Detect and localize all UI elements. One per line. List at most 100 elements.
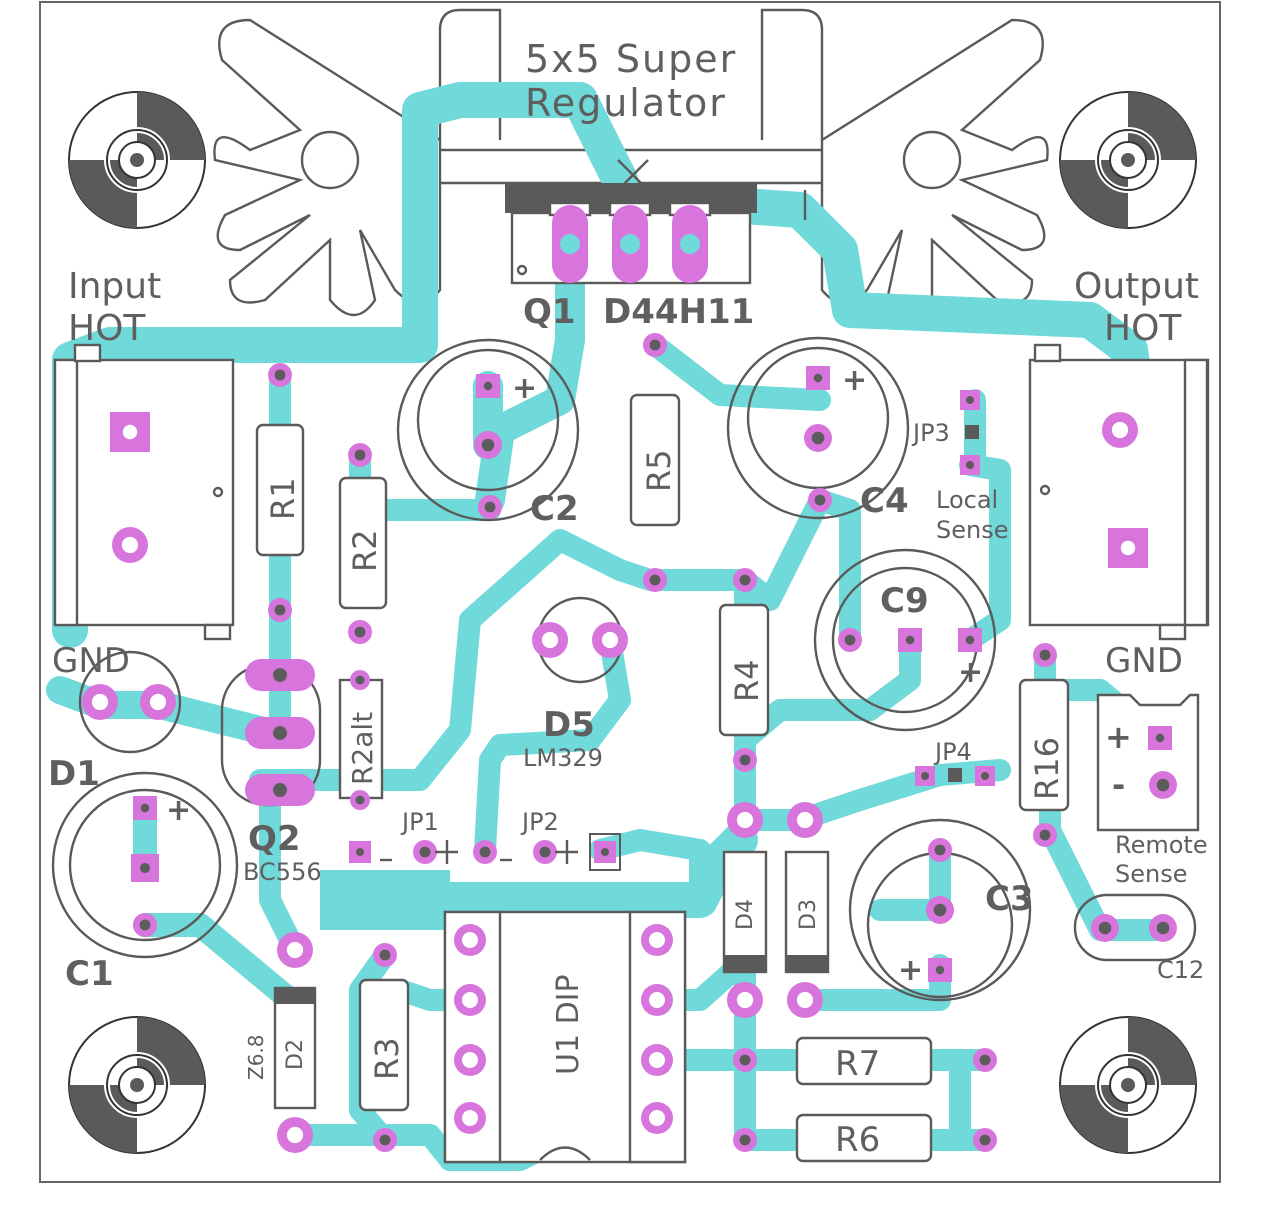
- d2-value-label: Z6.8: [244, 1034, 268, 1080]
- board-title-line1: 5x5 Super: [525, 37, 737, 81]
- output-connector: [1028, 343, 1210, 641]
- drill-q2-1: [273, 668, 287, 682]
- c4-plus: +: [842, 363, 867, 398]
- drill-u1-left-1: [462, 932, 478, 948]
- drill-r5: [649, 574, 661, 586]
- d1-label: D1: [48, 754, 100, 794]
- q1-label: Q1: [523, 292, 576, 332]
- square-drill-jp4: [981, 772, 989, 780]
- drill-r2alt: [355, 795, 365, 805]
- local-sense-line1: Local: [936, 486, 998, 514]
- pads: [82, 205, 1177, 1153]
- drill-u1-left-3: [462, 1052, 478, 1068]
- q1-part-label: D44H11: [603, 292, 754, 332]
- drill-jp1: [419, 846, 431, 858]
- drill-d4: [736, 991, 754, 1009]
- drill-d1: [149, 693, 167, 711]
- drill-c3: [934, 844, 946, 856]
- drill-u1-right-2: [649, 992, 665, 1008]
- jp4-label: JP4: [933, 738, 972, 766]
- c9-plus: +: [958, 655, 983, 690]
- mounting-holes: [68, 91, 1197, 1154]
- drill-c4: [814, 494, 826, 506]
- silkscreen-labels: 5x5 Super Regulator Input HOT Output HOT…: [48, 37, 1208, 1160]
- r6-label: R6: [835, 1120, 880, 1160]
- d3-label: D3: [796, 899, 821, 930]
- drill-d3: [796, 991, 814, 1009]
- drill-r2: [354, 449, 366, 461]
- drill-r1: [274, 369, 286, 381]
- input-label-line2: HOT: [68, 308, 146, 349]
- drill-r3: [379, 949, 391, 961]
- drill-input-connector: [121, 536, 139, 554]
- r1-label: R1: [264, 477, 302, 520]
- remote-sense-minus: -: [1112, 766, 1125, 804]
- drill-r2: [354, 626, 366, 638]
- c2-label: C2: [530, 489, 579, 529]
- r7-label: R7: [835, 1044, 880, 1084]
- drill-q1-3: [680, 234, 700, 254]
- drill-c12: [1156, 921, 1170, 935]
- d2-label: D2: [283, 1039, 308, 1070]
- drill-q1-2: [620, 234, 640, 254]
- input-gnd-label: GND: [52, 641, 130, 681]
- drill-r4: [739, 754, 751, 766]
- drill-d5: [541, 631, 559, 649]
- drill-r4: [739, 574, 751, 586]
- board-title-line2: Regulator: [525, 81, 727, 125]
- r16-label: R16: [1028, 737, 1066, 800]
- square-drill-jp4: [921, 772, 929, 780]
- square-drill-c2-plus: [483, 381, 493, 391]
- drill-c2: [484, 501, 496, 513]
- drill-r16: [1039, 649, 1051, 661]
- square-drill-c9: [905, 635, 915, 645]
- drill-remote-sense: [1156, 778, 1170, 792]
- square-drill-jp3: [966, 461, 974, 469]
- input-connector: [53, 343, 235, 641]
- remote-sense-line2: Sense: [1115, 860, 1187, 888]
- remote-sense-plus: +: [1105, 718, 1132, 756]
- drill-u1-right-1: [649, 932, 665, 948]
- r3-label: R3: [368, 1037, 406, 1080]
- drill-d3: [796, 811, 814, 829]
- mounting-hole-top-right: [1059, 91, 1197, 229]
- drill-u1-left-2: [462, 992, 478, 1008]
- local-sense-line2: Sense: [936, 516, 1008, 544]
- drill-q1-1: [560, 234, 580, 254]
- c12-label: C12: [1157, 956, 1204, 984]
- mounting-hole-bottom-right: [1059, 1016, 1197, 1154]
- drill-c4: [811, 431, 825, 445]
- jumper-markers: [380, 425, 979, 871]
- square-drill-c3-plus: [935, 965, 945, 975]
- r4-label: R4: [728, 659, 766, 702]
- jp2-label: JP2: [520, 808, 559, 836]
- input-label-line1: Input: [68, 266, 161, 307]
- r5-label: R5: [640, 449, 678, 492]
- q2-part-label: BC556: [243, 858, 322, 886]
- output-label-line2: HOT: [1104, 308, 1182, 349]
- drill-u1-right-4: [649, 1110, 665, 1126]
- c3-label: C3: [985, 879, 1034, 919]
- c3-plus: +: [898, 953, 923, 988]
- drill-output-connector: [1111, 421, 1129, 439]
- c4-label: C4: [860, 481, 909, 521]
- d5-label: D5: [543, 705, 595, 745]
- drill-c2: [481, 438, 495, 452]
- square-drill-c1-plus: [140, 803, 150, 813]
- u1-label: U1 DIP: [551, 974, 586, 1075]
- drill-r7: [739, 1054, 751, 1066]
- drill-q2-3: [273, 783, 287, 797]
- drill-c1: [139, 919, 151, 931]
- drill-u1-left-4: [462, 1110, 478, 1126]
- square-drill-c4-plus: [813, 373, 823, 383]
- drill-d2: [286, 1126, 304, 1144]
- drill-u1-right-3: [649, 1052, 665, 1068]
- drill-jp2: [539, 846, 551, 858]
- jp3-label: JP3: [911, 419, 950, 447]
- r2alt-label: R2alt: [346, 712, 379, 785]
- square-drill-remote-sense-plus: [1155, 733, 1165, 743]
- square-drill-jp3: [966, 396, 974, 404]
- c9-label: C9: [880, 581, 929, 621]
- c1-label: C1: [65, 954, 114, 994]
